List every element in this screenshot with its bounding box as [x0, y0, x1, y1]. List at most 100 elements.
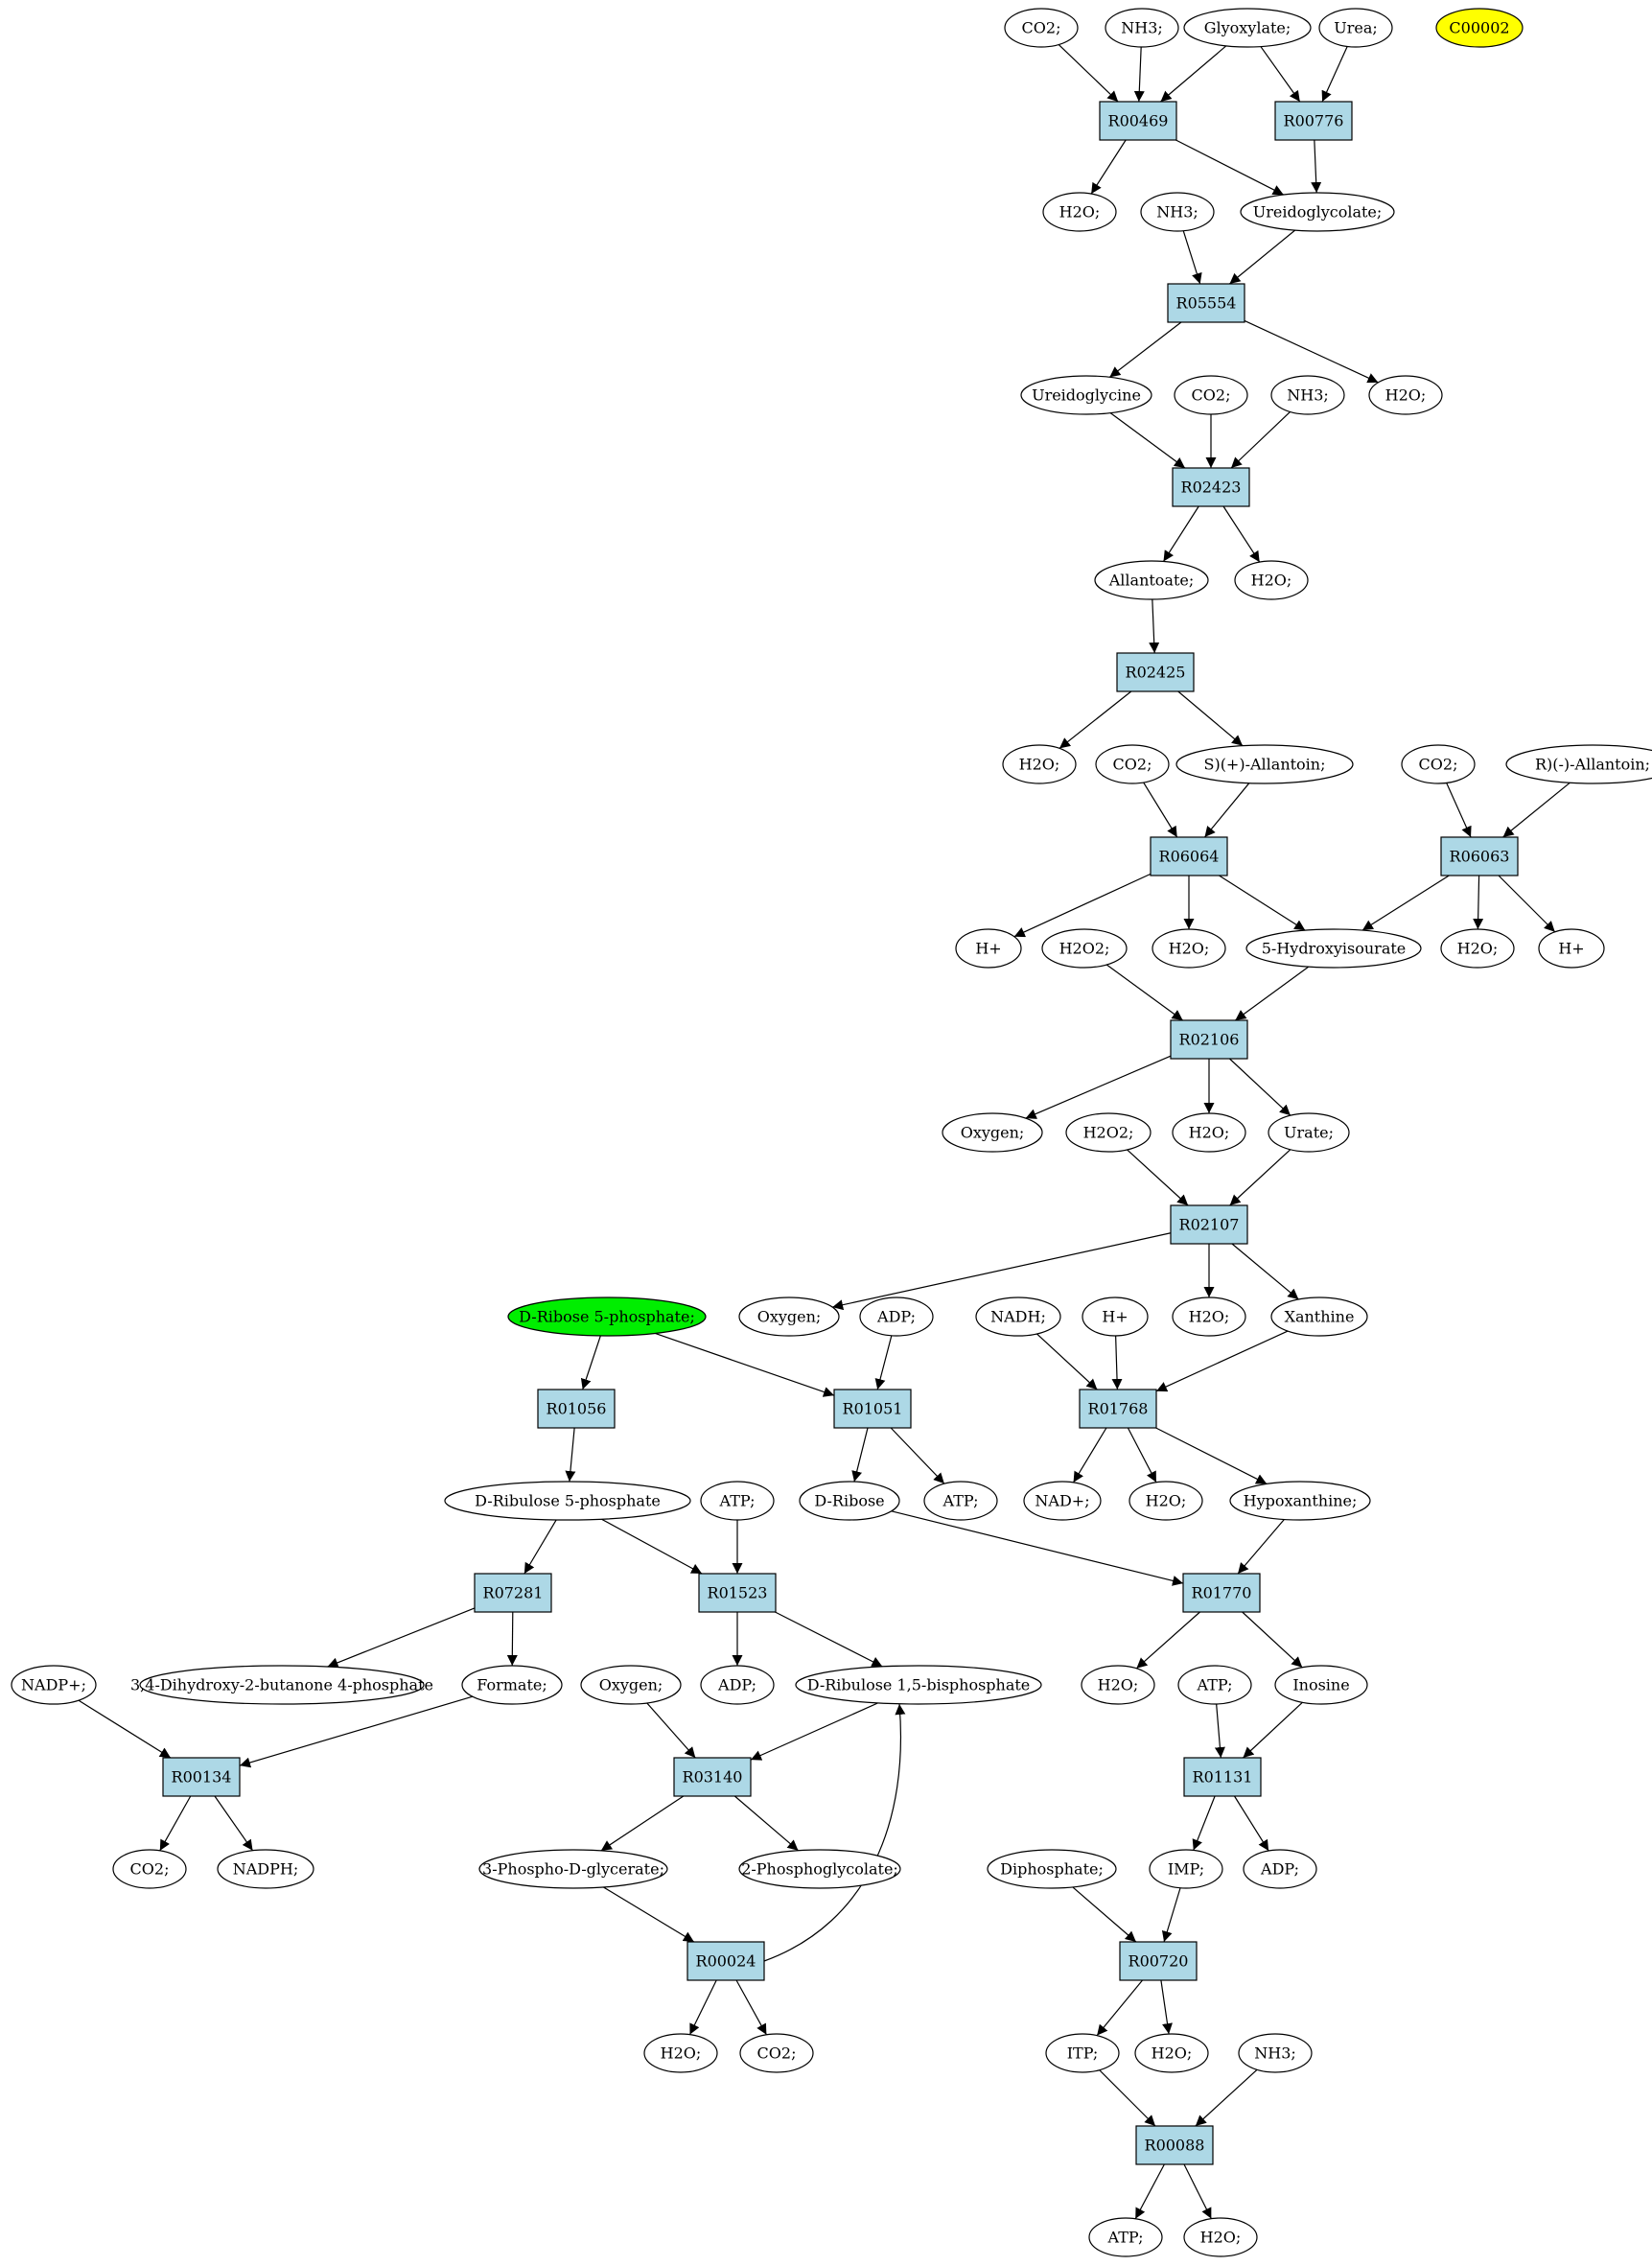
- metabolite-node-m_atp_3[interactable]: ATP;: [1177, 1665, 1252, 1705]
- metabolite-node-m_h2o2_1[interactable]: H2O2;: [1041, 928, 1128, 969]
- edge-m_formate-to-r_R00134: [239, 1695, 473, 1768]
- metabolite-node-m_urate[interactable]: Urate;: [1268, 1112, 1350, 1153]
- reaction-node-r_R01523[interactable]: R01523: [698, 1573, 777, 1613]
- node-label: Xanthine: [1285, 1308, 1355, 1326]
- metabolite-node-m_atp_1[interactable]: ATP;: [700, 1481, 775, 1521]
- metabolite-node-m_oxygen_3[interactable]: Oxygen;: [580, 1665, 682, 1705]
- metabolite-node-m_nadh[interactable]: NADH;: [975, 1297, 1061, 1337]
- metabolite-node-m_nh3_2[interactable]: NH3;: [1140, 192, 1215, 232]
- metabolite-node-m_co2_5[interactable]: CO2;: [112, 1849, 187, 1889]
- reaction-node-r_R07281[interactable]: R07281: [474, 1573, 552, 1613]
- reaction-node-r_R01056[interactable]: R01056: [537, 1389, 616, 1429]
- metabolite-node-m_hplus_1[interactable]: H+: [955, 928, 1022, 969]
- metabolite-node-m_rubp[interactable]: D-Ribulose 1,5-bisphosphate: [795, 1665, 1042, 1705]
- metabolite-node-m_xanthine[interactable]: Xanthine: [1270, 1297, 1368, 1337]
- reaction-node-r_R01770[interactable]: R01770: [1182, 1573, 1261, 1613]
- metabolite-node-m_nh3_4[interactable]: NH3;: [1238, 2033, 1313, 2073]
- reaction-node-r_R00720[interactable]: R00720: [1119, 1941, 1198, 1981]
- edge-m_co2_1-to-r_R00469: [1058, 44, 1119, 103]
- metabolite-node-m_co2_6[interactable]: CO2;: [739, 2033, 814, 2073]
- metabolite-ellipse: [1183, 8, 1312, 48]
- metabolite-node-m_hplus_2[interactable]: H+: [1538, 928, 1605, 969]
- node-label: Urea;: [1334, 19, 1378, 37]
- reaction-node-r_R06063[interactable]: R06063: [1440, 836, 1519, 876]
- reaction-node-r_R02107[interactable]: R02107: [1170, 1204, 1248, 1245]
- metabolite-node-m_co2_4[interactable]: CO2;: [1401, 744, 1476, 784]
- metabolite-node-m_h2o2_2[interactable]: H2O2;: [1065, 1112, 1152, 1153]
- metabolite-node-m_ribulose5p[interactable]: D-Ribulose 5-phosphate: [444, 1481, 691, 1521]
- reaction-node-r_R00024[interactable]: R00024: [686, 1941, 765, 1981]
- reaction-node-r_R00134[interactable]: R00134: [162, 1757, 241, 1797]
- metabolite-node-m_nadpplus[interactable]: NADP+;: [11, 1665, 97, 1705]
- reaction-node-r_R00088[interactable]: R00088: [1135, 2125, 1214, 2165]
- reaction-node-r_R02423[interactable]: R02423: [1172, 467, 1250, 507]
- metabolite-node-m_itp[interactable]: ITP;: [1045, 2033, 1120, 2073]
- metabolite-node-m_imp[interactable]: IMP;: [1149, 1849, 1223, 1889]
- reaction-node-r_R01768[interactable]: R01768: [1079, 1389, 1157, 1429]
- reaction-node-r_R01131[interactable]: R01131: [1183, 1757, 1262, 1797]
- reaction-node-r_R05554[interactable]: R05554: [1167, 283, 1245, 323]
- metabolite-node-m_h2o_8[interactable]: H2O;: [1172, 1297, 1246, 1337]
- metabolite-ellipse: [700, 1481, 775, 1521]
- metabolite-node-m_dribose[interactable]: D-Ribose: [799, 1481, 900, 1521]
- metabolite-node-m_5hydroxyisourate[interactable]: 5-Hydroxyisourate: [1245, 928, 1422, 969]
- metabolite-node-m_atp_4[interactable]: ATP;: [1088, 2217, 1163, 2257]
- metabolite-node-m_adp_3[interactable]: ADP;: [1243, 1849, 1317, 1889]
- metabolite-node-m_nadph[interactable]: NADPH;: [217, 1849, 314, 1889]
- metabolite-node-m_h2o_9[interactable]: H2O;: [1128, 1481, 1203, 1521]
- node-label: ADP;: [876, 1308, 916, 1326]
- metabolite-node-m_atp_2[interactable]: ATP;: [923, 1481, 998, 1521]
- metabolite-node-m_c00002[interactable]: C00002: [1435, 8, 1524, 48]
- metabolite-node-m_h2o_4[interactable]: H2O;: [1002, 744, 1077, 784]
- reaction-node-r_R06064[interactable]: R06064: [1150, 836, 1228, 876]
- metabolite-node-m_dhbp[interactable]: 3,4-Dihydroxy-2-butanone 4-phosphate: [130, 1665, 433, 1705]
- metabolite-node-m_diphosphate[interactable]: Diphosphate;: [987, 1849, 1117, 1889]
- metabolite-node-m_h2o_6[interactable]: H2O;: [1440, 928, 1515, 969]
- metabolite-node-m_r_allantoin[interactable]: R)(-)-Allantoin;: [1505, 744, 1652, 784]
- metabolite-node-m_hypoxanthine[interactable]: Hypoxanthine;: [1229, 1481, 1371, 1521]
- metabolite-node-m_urea[interactable]: Urea;: [1318, 8, 1393, 48]
- metabolite-node-m_h2o_3[interactable]: H2O;: [1234, 560, 1309, 600]
- metabolite-node-m_s_allantoin[interactable]: S)(+)-Allantoin;: [1175, 744, 1354, 784]
- reaction-node-r_R02425[interactable]: R02425: [1116, 652, 1195, 692]
- metabolite-node-m_allantoate[interactable]: Allantoate;: [1094, 560, 1209, 600]
- metabolite-node-m_hplus_3[interactable]: H+: [1082, 1297, 1149, 1337]
- reaction-node-r_R01051[interactable]: R01051: [833, 1389, 912, 1429]
- metabolite-node-m_h2o_7[interactable]: H2O;: [1172, 1112, 1246, 1153]
- metabolite-node-m_oxygen_2[interactable]: Oxygen;: [738, 1297, 840, 1337]
- edge-r_R00134-to-m_co2_5: [159, 1795, 192, 1852]
- metabolite-node-m_adp_1[interactable]: ADP;: [859, 1297, 934, 1337]
- metabolite-node-m_co2_3[interactable]: CO2;: [1095, 744, 1170, 784]
- metabolite-node-m_2pg[interactable]: 2-Phosphoglycolate;: [738, 1849, 901, 1889]
- metabolite-node-m_co2_1[interactable]: CO2;: [1004, 8, 1079, 48]
- metabolite-node-m_co2_2[interactable]: CO2;: [1174, 375, 1248, 415]
- reaction-node-r_R03140[interactable]: R03140: [673, 1757, 752, 1797]
- metabolite-node-m_ureidoglycine[interactable]: Ureidoglycine: [1020, 375, 1152, 415]
- node-label: NH3;: [1287, 386, 1329, 405]
- metabolite-node-m_h2o_2[interactable]: H2O;: [1368, 375, 1443, 415]
- metabolite-node-m_h2o_10[interactable]: H2O;: [1081, 1665, 1155, 1705]
- metabolite-node-m_nadplus[interactable]: NAD+;: [1023, 1481, 1102, 1521]
- metabolite-node-m_ribose5p[interactable]: D-Ribose 5-phosphate;: [507, 1297, 707, 1337]
- reaction-box: [673, 1757, 752, 1797]
- metabolite-node-m_nh3_3[interactable]: NH3;: [1270, 375, 1345, 415]
- reaction-node-r_R00469[interactable]: R00469: [1099, 101, 1177, 141]
- metabolite-node-m_formate[interactable]: Formate;: [461, 1665, 563, 1705]
- reaction-node-r_R02106[interactable]: R02106: [1170, 1019, 1248, 1060]
- reaction-node-r_R00776[interactable]: R00776: [1274, 101, 1353, 141]
- reaction-box: [1079, 1389, 1157, 1429]
- metabolite-node-m_nh3_1[interactable]: NH3;: [1105, 8, 1179, 48]
- metabolite-node-m_h2o_5[interactable]: H2O;: [1152, 928, 1226, 969]
- metabolite-ellipse: [1270, 375, 1345, 415]
- metabolite-node-m_inosine[interactable]: Inosine: [1274, 1665, 1368, 1705]
- metabolite-node-m_h2o_13[interactable]: H2O;: [1183, 2217, 1258, 2257]
- metabolite-node-m_3pg[interactable]: 3-Phospho-D-glycerate;: [478, 1849, 668, 1889]
- metabolite-node-m_h2o_1[interactable]: H2O;: [1042, 192, 1117, 232]
- metabolite-node-m_adp_2[interactable]: ADP;: [700, 1665, 775, 1705]
- metabolite-node-m_glyoxylate[interactable]: Glyoxylate;: [1183, 8, 1312, 48]
- metabolite-node-m_oxygen_1[interactable]: Oxygen;: [942, 1112, 1043, 1153]
- metabolite-node-m_h2o_12[interactable]: H2O;: [1134, 2033, 1209, 2073]
- metabolite-node-m_ureidoglycolate[interactable]: Ureidoglycolate;: [1240, 192, 1395, 232]
- metabolite-ellipse: [1368, 375, 1443, 415]
- metabolite-node-m_h2o_11[interactable]: H2O;: [643, 2033, 718, 2073]
